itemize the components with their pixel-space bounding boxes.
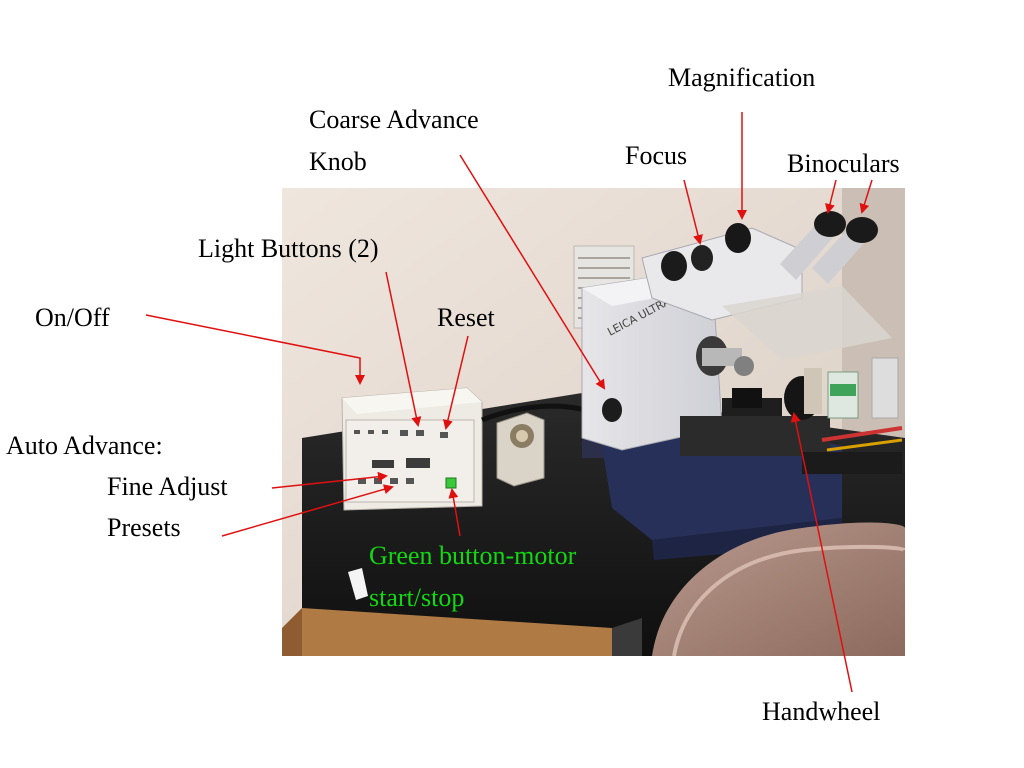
label-magnification: Magnification — [668, 63, 816, 92]
label-on-off: On/Off — [35, 303, 110, 332]
label-reset: Reset — [437, 303, 495, 332]
label-coarse-advance-line1: Coarse Advance — [309, 105, 479, 134]
label-green-button-line1: Green button-motor — [369, 541, 577, 570]
label-coarse-advance-line2: Knob — [309, 147, 367, 176]
label-focus: Focus — [625, 141, 688, 170]
label-light-buttons: Light Buttons (2) — [198, 234, 379, 263]
label-auto-advance: Auto Advance: — [6, 431, 163, 460]
label-handwheel: Handwheel — [762, 697, 881, 726]
label-green-button-line2: start/stop — [369, 583, 465, 612]
label-fine-adjust: Fine Adjust — [107, 472, 228, 501]
label-presets: Presets — [107, 513, 181, 542]
label-binoculars: Binoculars — [787, 149, 900, 178]
